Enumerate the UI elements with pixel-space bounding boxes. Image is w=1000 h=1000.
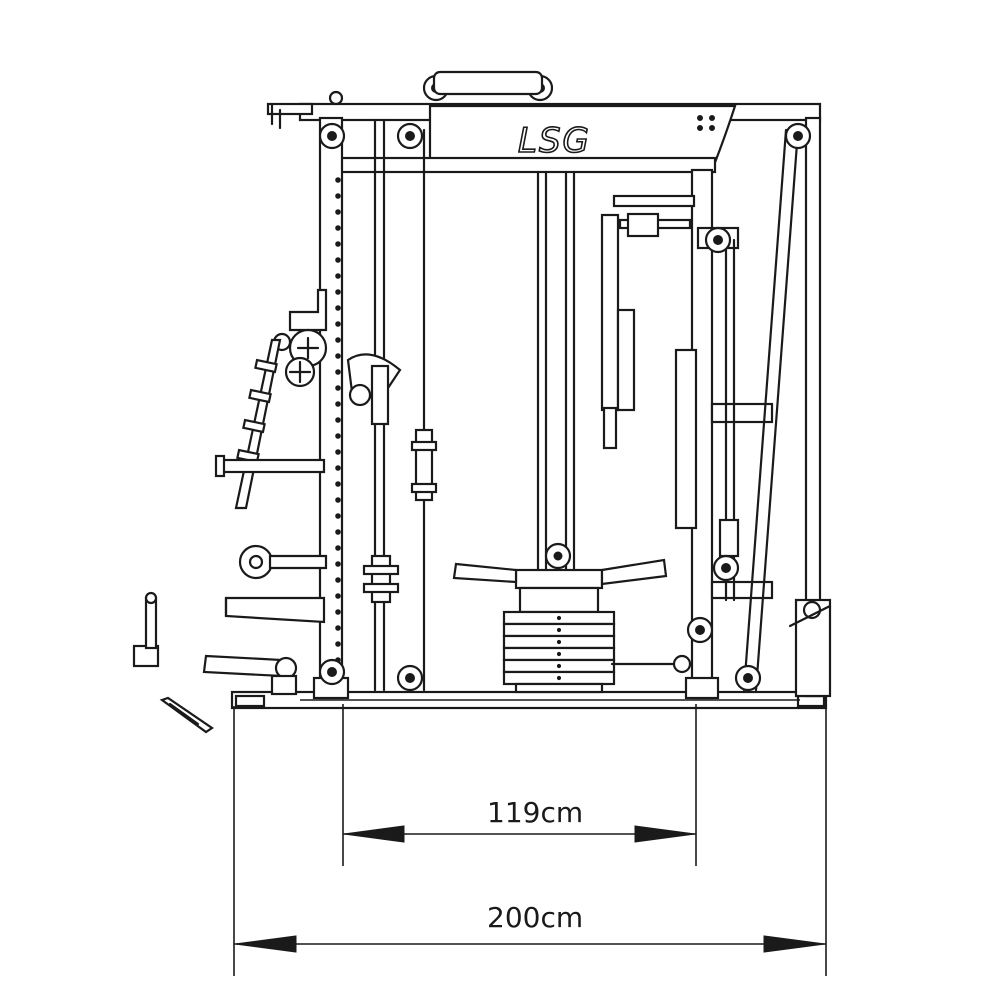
right-cable [718, 128, 800, 692]
logo-plate: LSG [428, 104, 737, 172]
right-attachments [600, 194, 774, 600]
weight-stack [452, 542, 692, 694]
brand-logo: LSG [518, 121, 591, 161]
left-attachments [202, 288, 402, 696]
left-cable [410, 128, 438, 692]
top-handle [432, 70, 544, 96]
left-upright [312, 116, 350, 700]
weight-stack-rods [536, 170, 576, 602]
inner-width-label: 119cm [487, 796, 583, 829]
total-width-label: 200cm [487, 901, 583, 934]
accessories [132, 591, 214, 734]
rear-upright [788, 116, 832, 698]
upper-crossbar [328, 156, 717, 174]
dimension-total: 200cm [233, 706, 827, 976]
dimension-inner: 119cm [342, 704, 697, 866]
